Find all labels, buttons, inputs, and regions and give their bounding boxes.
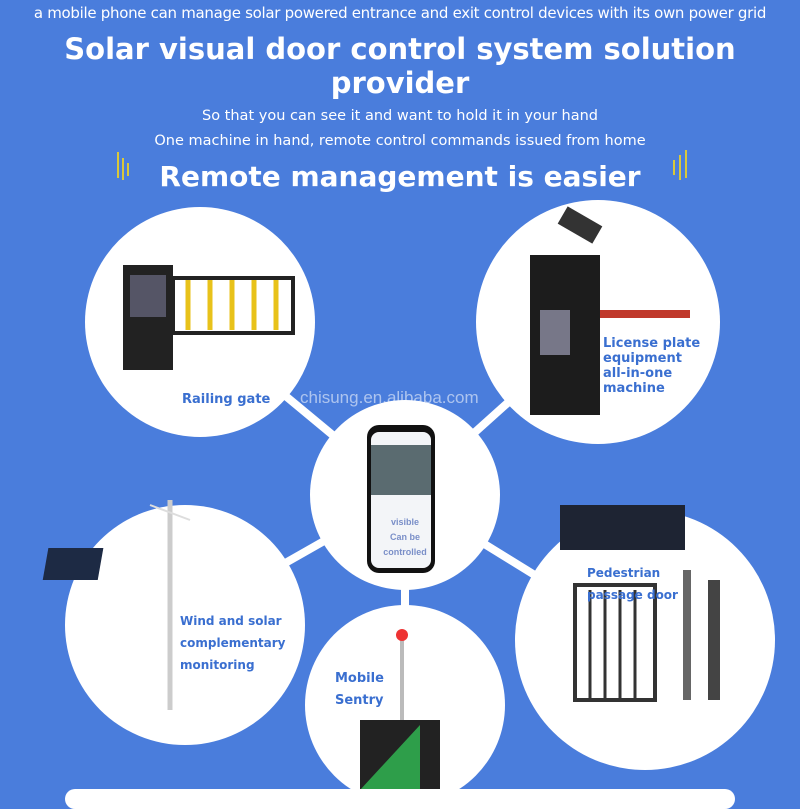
wind-solar-image [42,500,191,710]
label-line: equipment [603,351,682,366]
label-line: Pedestrian [587,566,661,580]
railing-gate-label: Railing gate [182,392,271,407]
label-line: License plate [603,336,701,351]
label-line: passage door [587,588,678,602]
accent-bars [117,150,687,180]
label-line: Sentry [335,693,384,708]
tagline-2: One machine in hand, remote control comm… [154,133,646,149]
label-line: visible [390,517,419,527]
label-line: monitoring [180,658,255,672]
bottom-panel [65,789,735,809]
wind-solar-circle [65,505,305,745]
page-title: Solar visual door control system solutio… [64,32,736,100]
railing-gate-circle [85,207,315,437]
tagline-1: So that you can see it and want to hold … [202,108,598,124]
wind-solar-label: Wind and solar complementary monitoring [180,610,285,676]
pedestrian-circle [515,510,775,770]
sentry-image [360,629,440,790]
license-plate-machine-image [530,206,690,415]
headline: Remote management is easier [159,160,641,193]
label-line: all-in-one [603,366,673,381]
label-line: complementary [180,636,286,650]
pedestrian-door-image [560,505,720,702]
label-line: machine [603,381,665,396]
label-line: controlled [383,547,427,557]
label-line: Wind and solar [180,614,282,628]
watermark: chisung.en.alibaba.com [300,388,479,407]
label-line: Can be [389,532,420,542]
pedestrian-label: Pedestrian passage door [587,562,678,606]
subtitle: a mobile phone can manage solar powered … [33,4,767,22]
phone-image [367,425,435,573]
label-line: Mobile [335,671,384,686]
sentry-circle [305,605,505,799]
railing-gate-image [123,265,295,370]
